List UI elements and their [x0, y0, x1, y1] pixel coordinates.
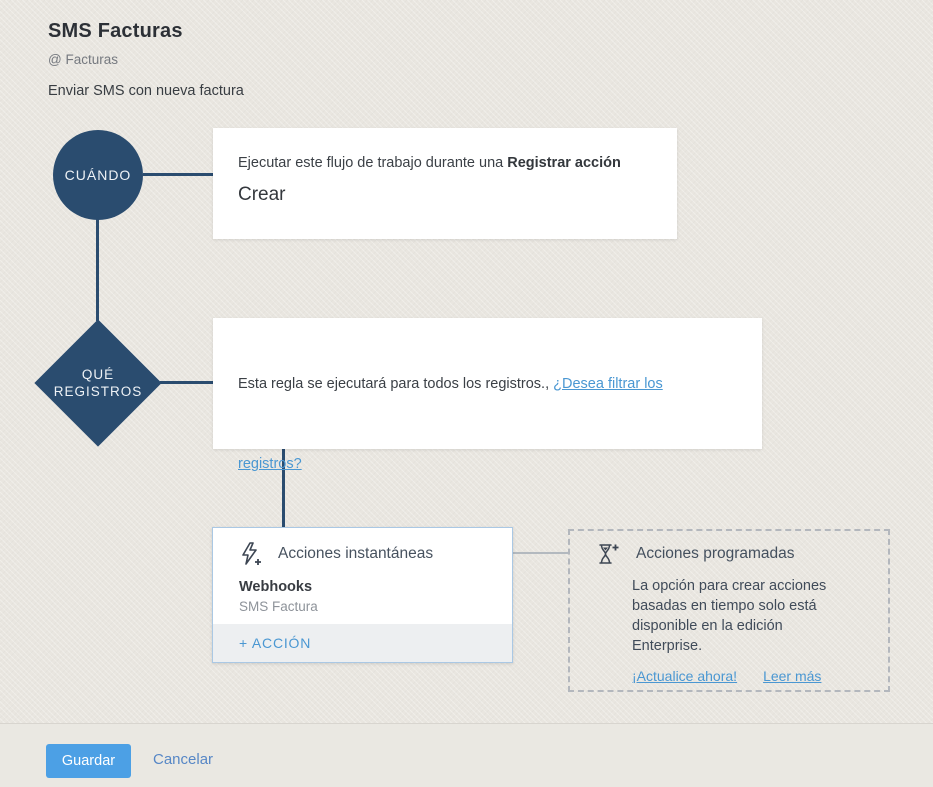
instant-action-name[interactable]: SMS Factura [239, 599, 318, 614]
connector-diamond-to-which-card [160, 381, 213, 384]
scheduled-actions-card: Acciones programadas La opción para crea… [568, 529, 890, 692]
hourglass-plus-icon [595, 542, 620, 566]
which-records-sentence: Esta regla se ejecutará para todos los r… [238, 376, 698, 392]
instant-action-type[interactable]: Webhooks [239, 579, 313, 595]
instant-actions-footer: + ACCIÓN [213, 624, 512, 662]
instant-actions-header: Acciones instantáneas [213, 528, 512, 566]
when-card-trigger-type: Registrar acción [507, 155, 621, 171]
upgrade-now-link[interactable]: ¡Actualice ahora! [632, 668, 738, 684]
which-records-node[interactable]: QUÉ REGISTROS [34, 319, 162, 447]
scheduled-actions-links: ¡Actualice ahora! Leer más [632, 668, 888, 684]
when-card-sentence: Ejecutar este flujo de trabajo durante u… [238, 155, 653, 171]
scheduled-actions-title: Acciones programadas [636, 545, 795, 562]
scheduled-actions-header: Acciones programadas [570, 531, 888, 566]
add-action-link[interactable]: + ACCIÓN [239, 635, 312, 651]
connector-circle-to-when-card [143, 173, 213, 176]
filter-records-link[interactable]: registros? [238, 456, 302, 472]
which-records-node-label: QUÉ REGISTROS [53, 367, 143, 399]
cancel-button[interactable]: Cancelar [153, 751, 214, 768]
scheduled-actions-message: La opción para crear acciones basadas en… [632, 578, 827, 654]
rule-description: Enviar SMS con nueva factura [48, 83, 244, 99]
instant-actions-card: Acciones instantáneas Webhooks SMS Factu… [212, 527, 513, 663]
connector-which-to-instant-card [282, 448, 285, 528]
read-more-link[interactable]: Leer más [763, 668, 822, 684]
which-records-card[interactable]: Esta regla se ejecutará para todos los r… [213, 318, 762, 449]
which-records-sentence-text: Esta regla se ejecutará para todos los r… [238, 375, 554, 392]
lightning-plus-icon [239, 541, 263, 566]
when-node[interactable]: CUÁNDO [53, 130, 143, 220]
when-card-trigger-value: Crear [238, 184, 286, 205]
save-button[interactable]: Guardar [46, 744, 131, 778]
connector-instant-to-scheduled [513, 552, 568, 554]
page-title: SMS Facturas [48, 20, 183, 42]
when-node-label: CUÁNDO [64, 167, 132, 183]
footer-bar: Guardar Cancelar [0, 723, 933, 787]
module-subtitle: @ Facturas [48, 52, 118, 67]
when-card[interactable]: Ejecutar este flujo de trabajo durante u… [213, 128, 677, 239]
instant-actions-title: Acciones instantáneas [278, 544, 434, 562]
when-card-sentence-prefix: Ejecutar este flujo de trabajo durante u… [238, 155, 508, 171]
connector-circle-to-diamond [96, 219, 99, 321]
filter-records-link[interactable]: ¿Desea filtrar los [553, 375, 663, 392]
